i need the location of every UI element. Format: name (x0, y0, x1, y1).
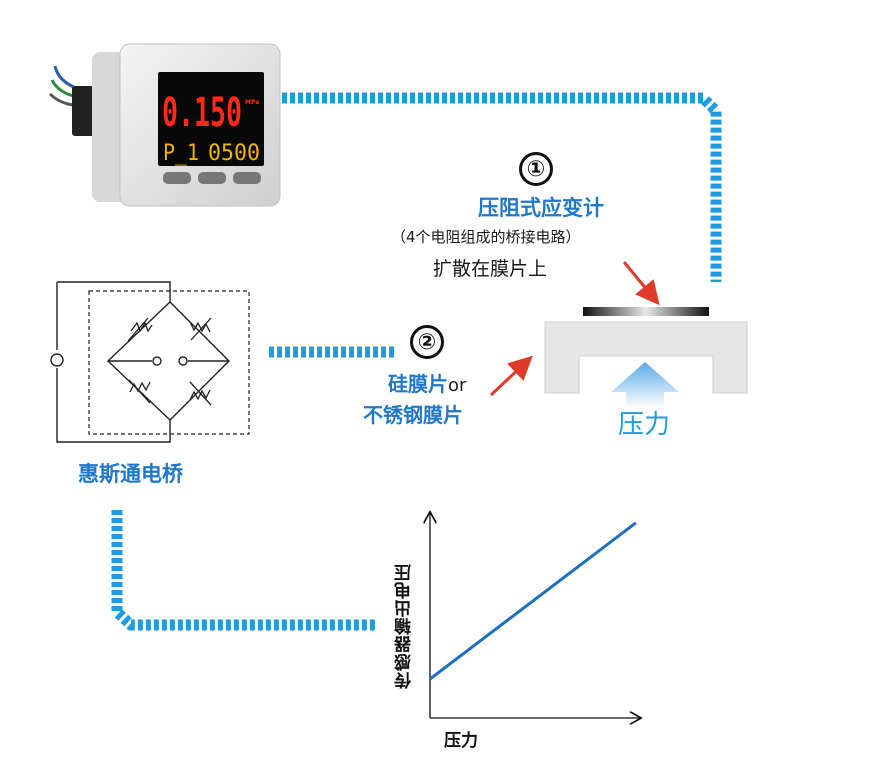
red-arrow-diaphragm (489, 355, 533, 397)
device-sub-left: P_1 (163, 141, 199, 166)
resistor-top-left (130, 321, 153, 333)
device-screen (158, 72, 264, 166)
chart-series-line (429, 521, 637, 681)
bridge-label: 惠斯通电桥 (78, 462, 183, 486)
pressure-arrow (611, 362, 679, 408)
chart-x-label: 压力 (444, 731, 478, 751)
bridge-diamond (106, 301, 230, 421)
bridge-resistors (127, 317, 212, 406)
strain-gauge-subtitle: （4个电阻组成的桥接电路） (391, 228, 581, 246)
device-button-down (233, 172, 261, 184)
output-chart (430, 513, 640, 718)
bridge-dashed-box (88, 290, 250, 435)
device-button-up (163, 172, 191, 184)
diaphragm-line2: 不锈钢膜片 (363, 403, 463, 427)
strain-gauge-number: ① (519, 152, 553, 186)
device-button-set (198, 172, 226, 184)
device-unit: MPa (245, 99, 259, 106)
red-arrow-gauge (622, 261, 660, 306)
strain-gauge-film (583, 307, 709, 316)
bridge-terminal-right (178, 356, 188, 366)
bridge-outer-wire (56, 281, 171, 443)
pressure-display-device: 0.150 MPa P_1 0500 (48, 43, 281, 207)
resistor-top-right (189, 321, 211, 333)
connector-display-to-sensor (282, 92, 722, 282)
strain-gauge-note: 扩散在膜片上 (433, 258, 548, 280)
diaphragm-number: ② (410, 325, 444, 359)
strain-gauge-title: 压阻式应变计 (478, 196, 604, 220)
resistor-bottom-right (189, 389, 211, 401)
pressure-label: 压力 (618, 410, 671, 440)
diaphragm-silicon: 硅膜片 (388, 372, 448, 396)
connector-lines (111, 92, 722, 631)
chart-y-label: 传感器输出电压 (395, 563, 415, 689)
diaphragm-or: or (448, 375, 467, 396)
device-sub-right: 0500 (208, 141, 260, 166)
wheatstone-bridge (50, 281, 250, 443)
bridge-terminal-left (152, 356, 162, 366)
connector-bridge-to-chart (111, 510, 376, 631)
device-main-value: 0.150 (162, 90, 242, 136)
diaphragm-line1: 硅膜片or (388, 374, 466, 395)
sensor-assembly (489, 261, 748, 408)
sensor-housing (544, 321, 748, 394)
bridge-outer-terminal (50, 353, 64, 367)
